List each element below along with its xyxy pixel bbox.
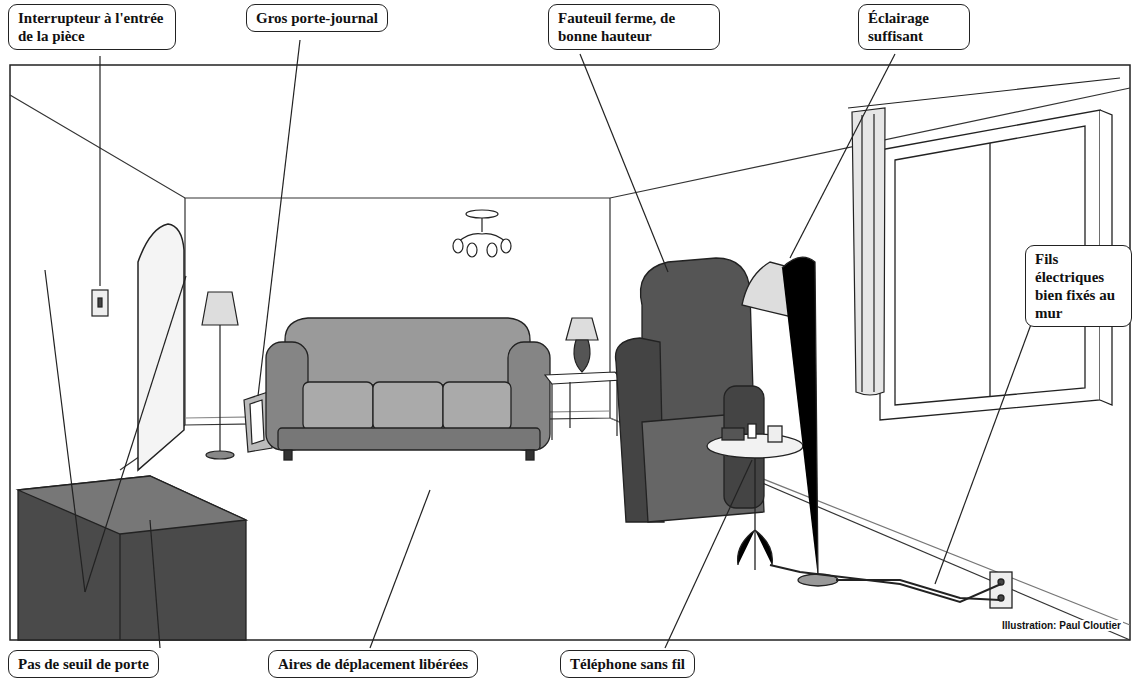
ceiling-light xyxy=(487,243,497,257)
callout-text: Fils électriques bien fixés au mur xyxy=(1035,250,1122,322)
tv-cabinet xyxy=(18,476,246,640)
callout-box: Aires de déplacement libérées xyxy=(268,650,478,678)
callout-box: Pas de seuil de porte xyxy=(8,650,159,678)
outlet-and-wires xyxy=(770,565,1001,602)
sofa xyxy=(285,318,530,385)
leader-lines xyxy=(45,270,85,592)
leader-lines xyxy=(665,460,752,648)
newspaper-holder xyxy=(250,400,264,444)
phone-table xyxy=(722,428,744,440)
sofa xyxy=(266,318,550,460)
window xyxy=(989,143,990,397)
callout-box: Fauteuil ferme, de bonne hauteur xyxy=(548,4,720,50)
callout-box: Gros porte-journal xyxy=(246,4,388,32)
ceiling-light xyxy=(466,210,498,218)
callout-text: Aires de déplacement libérées xyxy=(278,655,468,673)
light-switch xyxy=(92,290,108,316)
floor-lamp-right xyxy=(782,257,818,578)
sofa xyxy=(526,450,534,460)
ceiling-light xyxy=(467,243,477,257)
side-table xyxy=(566,318,598,340)
side-table xyxy=(545,318,622,440)
phone-table xyxy=(768,426,782,442)
callout-box: Interrupteur à l'entrée de la pièce xyxy=(8,4,176,50)
leader-lines xyxy=(45,40,1040,648)
callout-text: Éclairage suffisant xyxy=(868,9,960,45)
curtain xyxy=(873,114,874,392)
callout-box: Téléphone sans fil xyxy=(560,650,695,678)
curtain xyxy=(852,108,885,395)
leader-lines xyxy=(258,40,300,396)
ceiling-light xyxy=(453,210,511,257)
sofa xyxy=(373,382,443,430)
floor-lamp-left xyxy=(202,292,238,459)
phone-table xyxy=(748,424,756,438)
sofa xyxy=(278,428,540,450)
callout-text: Téléphone sans fil xyxy=(570,655,685,673)
floor-lamp-left xyxy=(219,325,220,452)
floor-lamp-left xyxy=(202,292,238,325)
light-switch xyxy=(98,298,102,307)
leader-lines xyxy=(150,520,160,648)
side-table xyxy=(551,384,552,440)
callout-text: Pas de seuil de porte xyxy=(18,655,149,673)
callout-text: Fauteuil ferme, de bonne hauteur xyxy=(558,9,710,45)
tv-cabinet xyxy=(18,476,246,640)
room-frame xyxy=(10,65,1130,640)
ceiling-light xyxy=(453,239,463,253)
leader-lines xyxy=(85,276,186,592)
outlet-and-wires xyxy=(990,572,1012,608)
curtain xyxy=(848,78,1120,108)
side-table xyxy=(574,340,590,372)
floor-lamp-right xyxy=(742,257,838,586)
leader-lines xyxy=(790,54,895,258)
tv-cabinet xyxy=(18,476,246,534)
ceiling-light xyxy=(501,239,511,253)
doorway-arch xyxy=(138,224,184,470)
outlet-and-wires xyxy=(770,565,1012,608)
tv-cabinet xyxy=(119,534,120,640)
ceiling-light xyxy=(458,234,506,242)
leader-lines xyxy=(99,56,100,286)
callout-box: Éclairage suffisant xyxy=(858,4,970,50)
sofa xyxy=(303,382,373,430)
light-switch xyxy=(92,290,108,316)
floor-lamp-left xyxy=(206,451,234,459)
phone-table xyxy=(707,424,803,570)
sofa xyxy=(443,382,511,430)
callout-text: Gros porte-journal xyxy=(256,9,378,27)
sofa xyxy=(284,450,292,460)
callout-text: Interrupteur à l'entrée de la pièce xyxy=(18,9,166,45)
room-walls xyxy=(10,88,1130,640)
leader-lines xyxy=(580,54,668,272)
room-frame xyxy=(10,65,1130,640)
leader-lines xyxy=(370,490,430,648)
side-table xyxy=(545,372,622,384)
leader-lines xyxy=(935,300,1040,584)
side-table xyxy=(569,382,570,428)
credit-label: Illustration: Paul Cloutier xyxy=(1000,620,1123,631)
ceiling-light xyxy=(481,218,482,232)
callout-box: Fils électriques bien fixés au mur xyxy=(1025,245,1132,327)
curtain xyxy=(861,115,862,392)
doorway-arch xyxy=(138,224,184,470)
phone-table xyxy=(738,458,773,570)
curtain xyxy=(848,78,1120,395)
